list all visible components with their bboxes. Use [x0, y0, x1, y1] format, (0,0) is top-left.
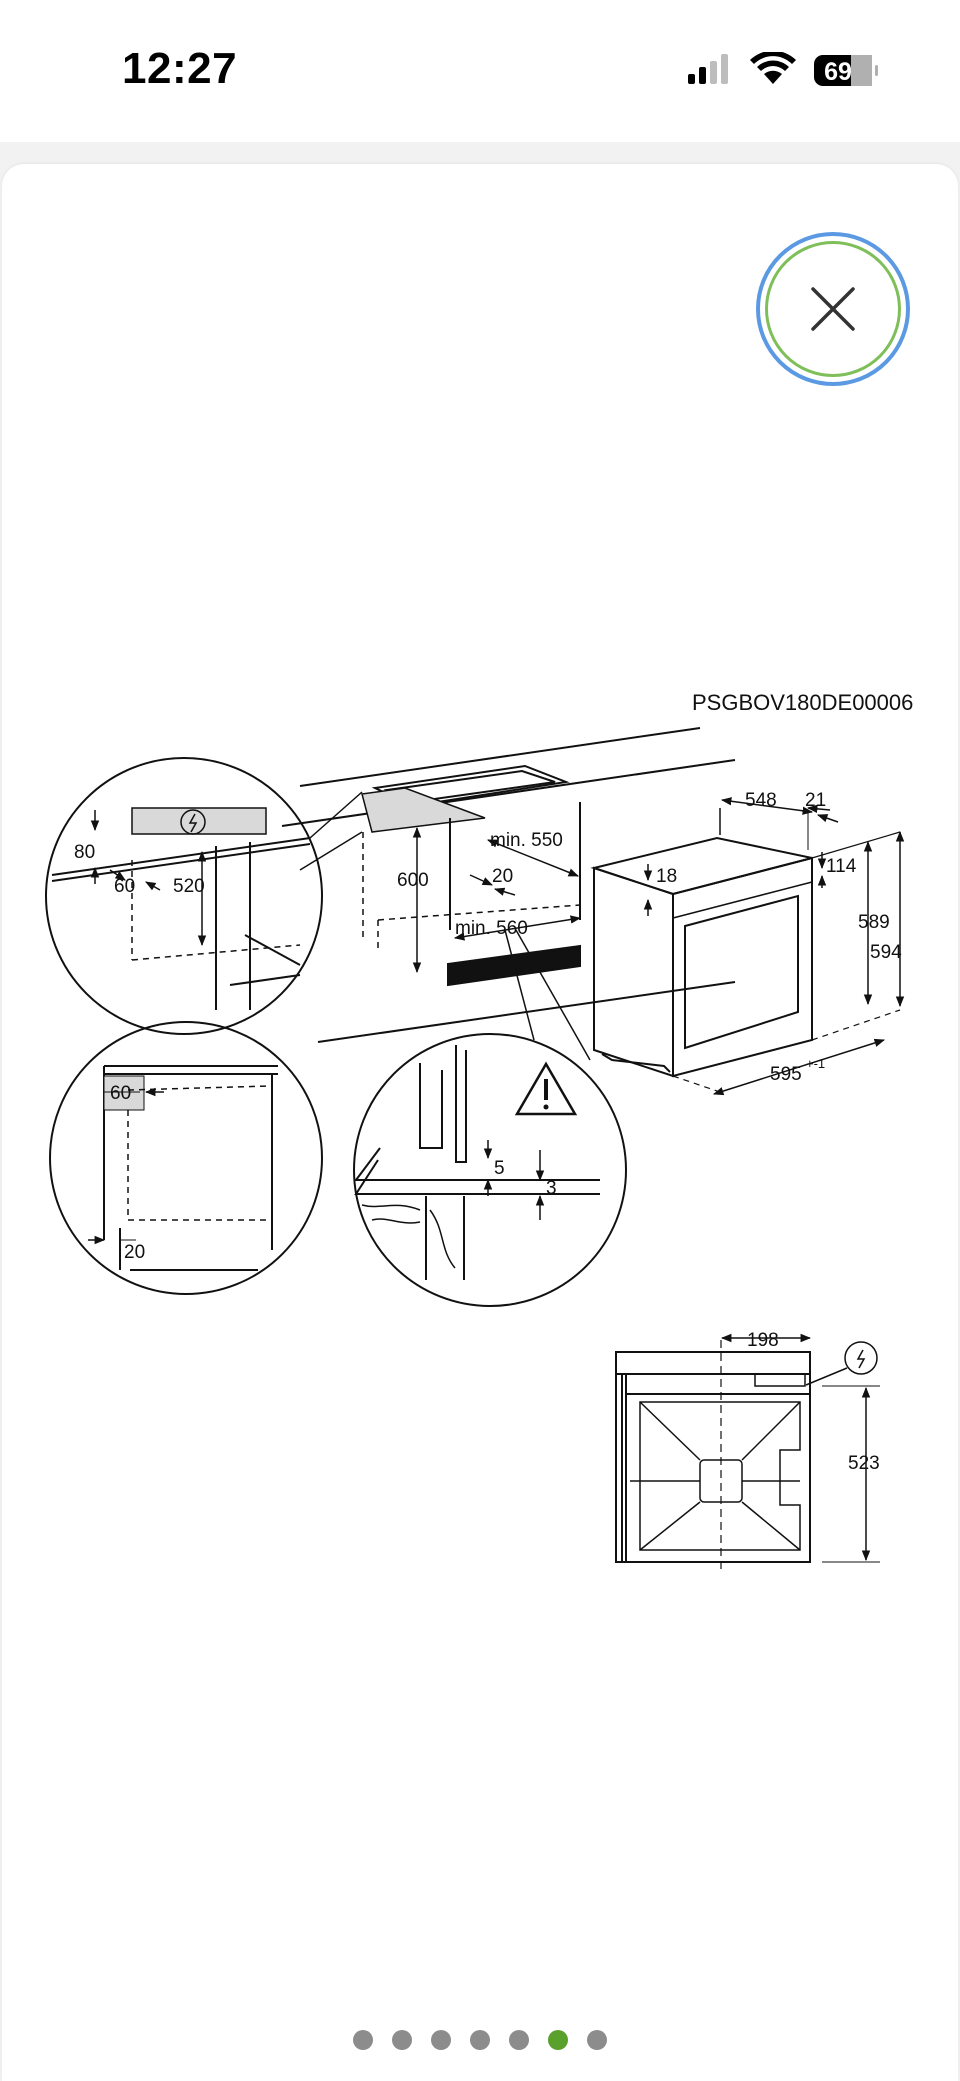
dim-20-side: 20 [124, 1242, 145, 1263]
detail-circle-left [49, 1021, 323, 1295]
status-bar: 12:27 69 [0, 0, 960, 142]
pager-dot-6-active[interactable] [548, 2030, 568, 2050]
dim-3: 3 [546, 1178, 557, 1199]
dimension-arrows [88, 797, 905, 1562]
close-button-ring [765, 241, 901, 377]
dim-594: 594 [870, 942, 902, 963]
pager-dot-1[interactable] [353, 2030, 373, 2050]
dim-60-top: 60 [114, 876, 135, 897]
pager-dot-2[interactable] [392, 2030, 412, 2050]
dim-60-side: 60 [110, 1083, 131, 1104]
dim-523: 523 [848, 1453, 880, 1474]
wifi-icon [750, 52, 796, 84]
oven-top-view [615, 1340, 880, 1570]
oven-perspective [590, 808, 901, 1093]
dim-80: 80 [74, 842, 95, 863]
dim-5: 5 [494, 1158, 505, 1179]
dim-520: 520 [173, 876, 205, 897]
dimension-labels: 80 60 520 600 min. 550 20 min. 560 548 2… [74, 790, 902, 1474]
dim-595-tolerance: +-1 [806, 1056, 825, 1071]
close-button[interactable] [756, 232, 910, 386]
status-icons: 69 [688, 52, 878, 86]
pager-dot-4[interactable] [470, 2030, 490, 2050]
battery-icon: 69 [814, 55, 878, 86]
status-time: 12:27 [122, 44, 238, 93]
product-code: PSGBOV180DE00006 [692, 690, 914, 715]
signal-icon [688, 54, 728, 84]
dim-20-top: 20 [492, 866, 513, 887]
dim-18: 18 [656, 866, 677, 887]
detail-circle-warning [353, 929, 627, 1307]
image-pager [0, 2030, 960, 2054]
dim-600: 600 [397, 870, 429, 891]
battery-level: 69 [824, 58, 852, 86]
close-icon [811, 287, 855, 331]
detail-circle-top [45, 757, 363, 1035]
dim-min-560: min. 560 [455, 918, 528, 939]
dim-548: 548 [745, 790, 777, 811]
dim-114: 114 [826, 856, 857, 877]
dim-595: 595 [770, 1064, 802, 1085]
dim-min-550: min. 550 [490, 830, 563, 851]
dim-198: 198 [747, 1330, 779, 1351]
pager-dot-5[interactable] [509, 2030, 529, 2050]
pager-dot-7[interactable] [587, 2030, 607, 2050]
image-viewer-sheet [2, 164, 958, 2081]
installation-diagram: 80 60 520 600 min. 550 20 min. 560 548 2… [45, 727, 905, 1570]
dim-21: 21 [805, 790, 826, 811]
pager-dot-3[interactable] [431, 2030, 451, 2050]
dim-589: 589 [858, 912, 890, 933]
